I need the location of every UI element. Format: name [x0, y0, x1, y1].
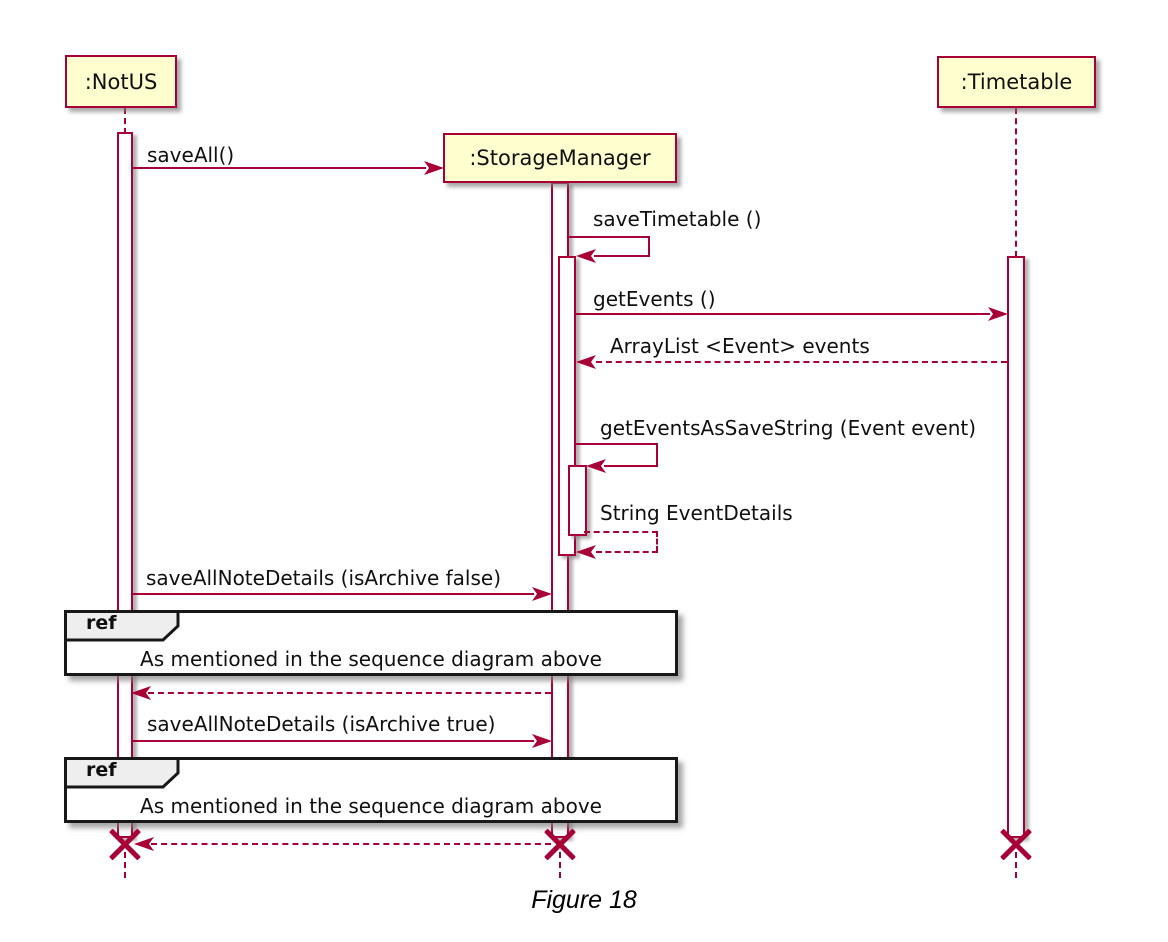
participant-notus: :NotUS	[65, 55, 177, 108]
self-message-savetimetable-back	[594, 255, 650, 257]
ref-fragment-1: ref As mentioned in the sequence diagram…	[64, 610, 678, 676]
self-return-eventdetails-side	[656, 531, 658, 552]
arrowhead-right-icon	[532, 734, 552, 748]
participant-storagemanager: :StorageManager	[443, 133, 677, 183]
self-message-geteventsassavestring-back	[604, 465, 658, 467]
arrowhead-left-icon	[576, 249, 596, 263]
ref-operator: ref	[86, 612, 117, 634]
lifeline-timetable	[1015, 108, 1017, 257]
lifeline-notus	[124, 108, 126, 134]
return-arrow-arraylist-events	[596, 361, 1007, 363]
ref-operator: ref	[86, 759, 117, 781]
self-message-geteventsassavestring-out	[574, 443, 658, 445]
ref-tab: ref	[64, 757, 184, 789]
arrowhead-right-icon	[988, 307, 1008, 321]
participant-notus-label: :NotUS	[84, 69, 158, 94]
destroy-x-icon-notus	[103, 822, 147, 866]
arrowhead-right-icon	[424, 161, 444, 175]
message-label-saveallnotedetails-true: saveAllNoteDetails (isArchive true)	[147, 712, 496, 736]
return-arrow-to-notus	[148, 692, 551, 694]
arrowhead-left-icon	[586, 459, 606, 473]
message-label-arraylist-events: ArrayList <Event> events	[610, 334, 870, 358]
message-arrow-getevents	[575, 313, 990, 315]
message-arrow-saveall	[131, 167, 426, 169]
arrowhead-left-icon	[576, 355, 596, 369]
self-message-geteventsassavestring-side	[656, 443, 658, 466]
figure-caption: Figure 18	[531, 886, 637, 914]
message-label-geteventsassavestring: getEventsAsSaveString (Event event)	[600, 416, 977, 440]
self-return-eventdetails-back	[596, 551, 658, 553]
message-label-saveall: saveAll()	[147, 143, 235, 167]
destroy-x-icon-timetable	[994, 822, 1038, 866]
self-message-savetimetable-side	[648, 236, 650, 256]
message-label-saveallnotedetails-false: saveAllNoteDetails (isArchive false)	[146, 566, 501, 590]
activation-bar-notus	[117, 132, 133, 838]
ref-tab: ref	[64, 610, 184, 642]
ref-text: As mentioned in the sequence diagram abo…	[140, 647, 602, 671]
destroy-x-icon-storagemanager	[538, 822, 582, 866]
ref-text: As mentioned in the sequence diagram abo…	[140, 794, 602, 818]
message-label-string-eventdetails: String EventDetails	[600, 501, 793, 525]
message-arrow-saveallnotedetails-false	[131, 593, 534, 595]
message-label-getevents: getEvents ()	[593, 287, 716, 311]
final-return-arrow	[151, 843, 551, 845]
activation-bar-timetable	[1007, 256, 1025, 838]
ref-fragment-2: ref As mentioned in the sequence diagram…	[64, 757, 678, 823]
message-label-savetimetable: saveTimetable ()	[593, 207, 762, 231]
pentagon-shape	[64, 610, 180, 642]
pentagon-shape	[64, 757, 180, 789]
self-return-eventdetails-out	[584, 531, 658, 533]
arrowhead-right-icon	[532, 587, 552, 601]
message-arrow-saveallnotedetails-true	[131, 740, 534, 742]
participant-timetable-label: :Timetable	[960, 70, 1073, 94]
self-message-savetimetable-out	[567, 236, 650, 238]
participant-timetable: :Timetable	[937, 56, 1096, 108]
participant-storagemanager-label: :StorageManager	[469, 146, 651, 170]
activation-bar-storagemanager-nested-2	[568, 465, 587, 536]
arrowhead-left-icon	[576, 545, 596, 559]
